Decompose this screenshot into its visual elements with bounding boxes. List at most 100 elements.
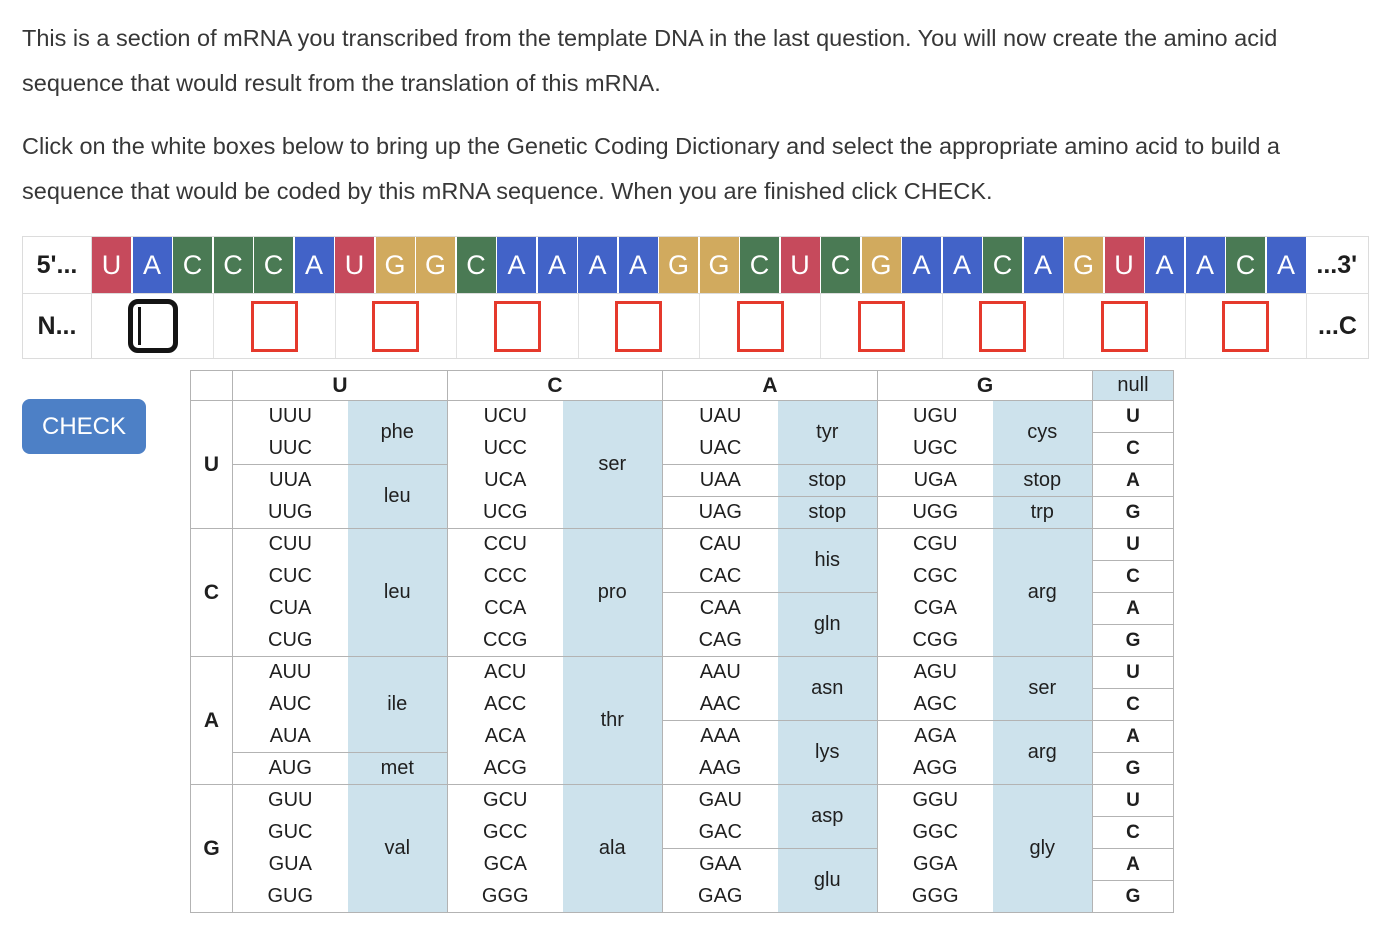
second-base-header-a: A [662, 370, 878, 401]
amino-acid-cys[interactable]: cys [992, 400, 1093, 465]
instruction-paragraph-2: Click on the white boxes below to bring … [22, 133, 1280, 204]
codon-acu: ACU [447, 656, 563, 689]
codon-cag: CAG [662, 624, 778, 657]
third-base-c: C [1092, 560, 1174, 593]
amino-acid-stop[interactable]: stop [992, 464, 1093, 497]
amino-acid-slot[interactable] [493, 300, 541, 352]
nucleotide-tile-u: U [1104, 237, 1144, 293]
amino-acid-ile[interactable]: ile [347, 656, 448, 753]
codon-ugu: UGU [877, 400, 993, 433]
amino-acid-slot[interactable] [251, 300, 299, 352]
codon-ccg: CCG [447, 624, 563, 657]
codon-cell [334, 294, 456, 358]
nucleotide-tile-g: G [416, 237, 455, 293]
codon-agc: AGC [877, 688, 993, 721]
check-button[interactable]: CHECK [22, 399, 146, 454]
codon-aga: AGA [877, 720, 993, 753]
nucleotide-tile-c: C [456, 237, 496, 293]
amino-acid-ala[interactable]: ala [562, 784, 663, 913]
codon-cua: CUA [232, 592, 348, 625]
amino-acid-thr[interactable]: thr [562, 656, 663, 785]
codon-acg: ACG [447, 752, 563, 785]
codon-uuu: UUU [232, 400, 348, 433]
codon-uag: UAG [662, 496, 778, 529]
amino-acid-glu[interactable]: glu [777, 848, 878, 913]
codon-cca: CCA [447, 592, 563, 625]
codon-caa: CAA [662, 592, 778, 625]
amino-acid-lys[interactable]: lys [777, 720, 878, 785]
amino-acid-his[interactable]: his [777, 528, 878, 593]
codon-cell [1063, 294, 1184, 358]
amino-acid-slot[interactable] [615, 300, 663, 352]
nucleotide-tile-u: U [335, 237, 374, 293]
nucleotide-tile-a: A [1266, 237, 1306, 293]
amino-acid-gly[interactable]: gly [992, 784, 1093, 913]
amino-acid-slot[interactable] [858, 300, 906, 352]
codon-cell [577, 294, 699, 358]
codon-agu: AGU [877, 656, 993, 689]
codon-uga: UGA [877, 464, 993, 497]
codon-aua: AUA [232, 720, 348, 753]
codon-ggu: GGU [877, 784, 993, 817]
codon-guc: GUC [232, 816, 348, 849]
codon-uua: UUA [232, 464, 348, 497]
codon-aac: AAC [662, 688, 778, 721]
amino-acid-leu[interactable]: leu [347, 528, 448, 657]
amino-acid-slot[interactable] [979, 300, 1027, 352]
codon-uug: UUG [232, 496, 348, 529]
third-base-a: A [1092, 464, 1174, 497]
codon-cell [1184, 294, 1306, 358]
codon-aca: ACA [447, 720, 563, 753]
amino-acid-ser[interactable]: ser [562, 400, 663, 529]
codon-ccc: CCC [447, 560, 563, 593]
nucleotide-tile-a: A [902, 237, 941, 293]
nucleotide-tile-g: G [1064, 237, 1103, 293]
first-base-a: A [190, 656, 233, 785]
amino-acid-leu[interactable]: leu [347, 464, 448, 529]
second-base-header-u: U [232, 370, 448, 401]
amino-acid-stop[interactable]: stop [777, 464, 878, 497]
codon-cell [92, 294, 213, 358]
nucleotide-tile-g: G [699, 237, 739, 293]
amino-acid-slot[interactable] [736, 300, 784, 352]
nucleotide-tile-g: G [861, 237, 901, 293]
amino-acid-trp[interactable]: trp [992, 496, 1093, 529]
amino-acid-slot[interactable] [1100, 300, 1148, 352]
five-prime-label: 5'... [23, 237, 92, 293]
amino-acid-phe[interactable]: phe [347, 400, 448, 465]
amino-acid-tyr[interactable]: tyr [777, 400, 878, 465]
amino-acid-met[interactable]: met [347, 752, 448, 785]
codon-gau: GAU [662, 784, 778, 817]
amino-acid-ser[interactable]: ser [992, 656, 1093, 721]
amino-acid-stop[interactable]: stop [777, 496, 878, 529]
amino-acid-asn[interactable]: asn [777, 656, 878, 721]
amino-acid-asp[interactable]: asp [777, 784, 878, 849]
codon-auu: AUU [232, 656, 348, 689]
amino-acid-slot-focused[interactable] [127, 299, 178, 353]
third-base-u: U [1092, 528, 1174, 561]
codon-aug: AUG [232, 752, 348, 785]
codon-ugg: UGG [877, 496, 993, 529]
amino-acid-slot[interactable] [1222, 300, 1270, 352]
codon-cuu: CUU [232, 528, 348, 561]
amino-acid-arg[interactable]: arg [992, 720, 1093, 785]
null-header: null [1092, 370, 1174, 401]
amino-acid-arg[interactable]: arg [992, 528, 1093, 657]
amino-acid-val[interactable]: val [347, 784, 448, 913]
amino-acid-slot[interactable] [372, 300, 420, 352]
third-base-u: U [1092, 656, 1174, 689]
codon-cell [213, 294, 334, 358]
n-terminus-label: N... [23, 294, 92, 358]
codon-cell [698, 294, 820, 358]
instruction-paragraph-1: This is a section of mRNA you transcribe… [22, 25, 1278, 96]
codon-boxes [92, 294, 1306, 358]
codon-ggg: GGG [447, 880, 563, 913]
codon-gua: GUA [232, 848, 348, 881]
amino-acid-pro[interactable]: pro [562, 528, 663, 657]
codon-guu: GUU [232, 784, 348, 817]
amino-acid-gln[interactable]: gln [777, 592, 878, 657]
